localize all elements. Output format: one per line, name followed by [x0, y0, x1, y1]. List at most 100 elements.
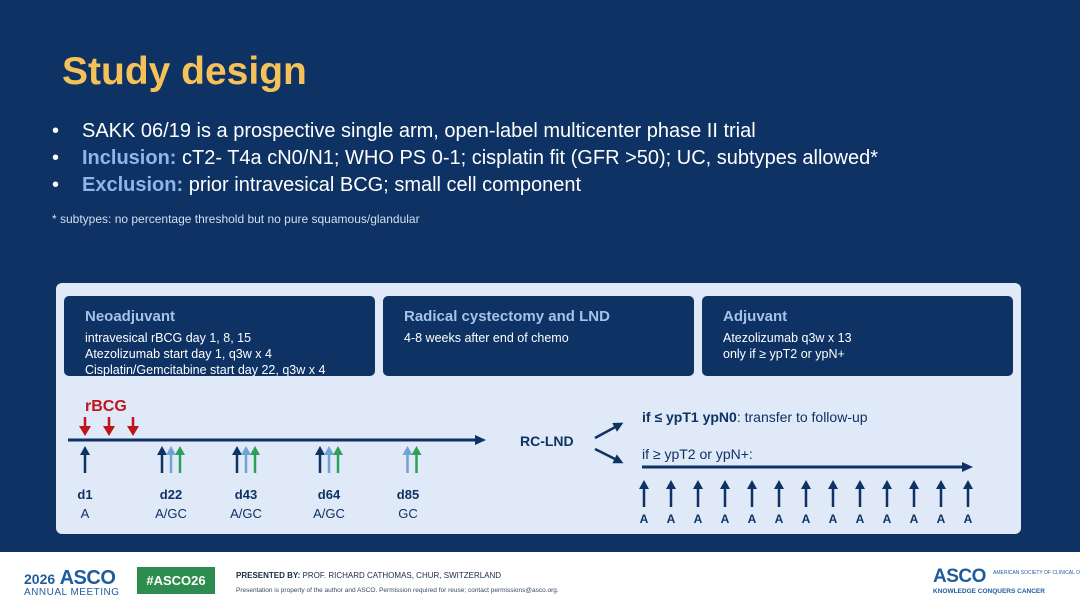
footnote: * subtypes: no percentage threshold but … — [52, 212, 420, 226]
adjuvant-dose-label: A — [802, 512, 811, 526]
adjuvant-dose-arrow — [963, 480, 973, 507]
rbcg-dose-arrow — [103, 417, 115, 436]
arrow-head — [175, 446, 185, 455]
branch-low-text: if ≤ ypT1 ypN0: transfer to follow-up — [642, 409, 868, 425]
asco-logo: ASCO AMERICAN SOCIETY OF CLINICAL ONCOLO… — [933, 566, 1080, 595]
adjuvant-dose-label: A — [964, 512, 973, 526]
adjuvant-dose-label: A — [694, 512, 703, 526]
cis-dose-arrow — [402, 446, 413, 473]
permission-notice: Presentation is property of the author a… — [236, 587, 559, 594]
timeline-arrowhead — [475, 435, 486, 445]
rbcg-label: rBCG — [85, 398, 127, 415]
bullet-list: •SAKK 06/19 is a prospective single arm,… — [52, 118, 878, 199]
arrow-head — [232, 446, 242, 455]
arrow-head — [80, 446, 90, 455]
adjuvant-dose-arrow — [774, 480, 784, 507]
arrow-head — [720, 480, 730, 489]
adjuvant-dose-label: A — [667, 512, 676, 526]
adjuvant-dose-label: A — [829, 512, 838, 526]
cis-dose-arrow — [324, 446, 334, 473]
meeting-name: ASCO — [59, 567, 116, 589]
annual-meeting-logo: 2026 ASCO ANNUAL MEETING — [24, 567, 120, 598]
arrow-head — [79, 426, 91, 436]
branch-high-text: if ≥ ypT2 or ypN+: — [642, 446, 753, 462]
study-design-panel: Neoadjuvant intravesical rBCG day 1, 8, … — [56, 283, 1021, 534]
phase-line: 4-8 weeks after end of chemo — [404, 331, 569, 345]
gem-dose-arrow — [250, 446, 260, 473]
branch-arrow-high — [594, 447, 624, 464]
adjuvant-dose-arrow — [693, 480, 703, 507]
bullet-marker: • — [52, 174, 60, 196]
arrow-head — [166, 446, 176, 455]
arrow-head — [241, 446, 251, 455]
footer-bar: 2026 ASCO ANNUAL MEETING #ASCO26 PRESENT… — [0, 552, 1080, 608]
day-treatment: A/GC — [313, 506, 345, 521]
arrow-head — [324, 446, 334, 455]
logo-name: ASCO — [933, 566, 986, 587]
adjuvant-dose-arrow — [639, 480, 649, 507]
phase-details: intravesical rBCG day 1, 8, 15 Atezolizu… — [85, 330, 325, 378]
adjuvant-dose-arrow — [936, 480, 946, 507]
arrow-head — [103, 426, 115, 436]
bullet-marker: • — [52, 120, 60, 142]
bullet-highlight: Exclusion: — [82, 174, 184, 196]
day-number: d64 — [318, 487, 341, 502]
adjuvant-dose-arrow — [666, 480, 676, 507]
phase-box-cystectomy: Radical cystectomy and LND 4-8 weeks aft… — [383, 296, 694, 376]
branch-low-outcome: : transfer to follow-up — [737, 409, 868, 425]
arrow-head — [936, 480, 946, 489]
adjuvant-dose-arrow — [747, 480, 757, 507]
adjuvant-dose-label: A — [775, 512, 784, 526]
rbcg-dose-arrow — [127, 417, 139, 436]
arrow-head — [909, 480, 919, 489]
arrow-head — [774, 480, 784, 489]
gem-dose-arrow — [333, 446, 343, 473]
meeting-sub: ANNUAL MEETING — [24, 587, 120, 598]
arrow-head — [411, 446, 422, 455]
adjuvant-dose-arrow — [855, 480, 865, 507]
arrow-head — [747, 480, 757, 489]
rc-lnd-label: RC-LND — [520, 433, 574, 449]
adjuvant-dose-label: A — [910, 512, 919, 526]
arrow-head — [315, 446, 325, 455]
day-treatment: GC — [398, 506, 418, 521]
adjuvant-dose-label: A — [640, 512, 649, 526]
adjuvant-dose-arrow — [801, 480, 811, 507]
arrow-head — [402, 446, 413, 455]
rbcg-dose-arrow — [79, 417, 91, 436]
atezo-dose-arrow — [157, 446, 167, 473]
phase-details: 4-8 weeks after end of chemo — [404, 330, 569, 346]
phase-line: Atezolizumab q3w x 13 — [723, 331, 852, 345]
adjuvant-dose-label: A — [721, 512, 730, 526]
arrow-head — [127, 426, 139, 436]
arrow-head — [250, 446, 260, 455]
phase-line: Cisplatin/Gemcitabine start day 22, q3w … — [85, 363, 326, 377]
adjuvant-dose-arrow — [882, 480, 892, 507]
arrow-head — [963, 480, 973, 489]
atezo-dose-arrow — [232, 446, 242, 473]
bullet-item: •SAKK 06/19 is a prospective single arm,… — [52, 118, 878, 145]
gem-dose-arrow — [411, 446, 422, 473]
logo-tagline: KNOWLEDGE CONQUERS CANCER — [933, 588, 1045, 595]
meeting-year: 2026 — [24, 571, 56, 587]
day-number: d85 — [397, 487, 419, 502]
hashtag-badge: #ASCO26 — [137, 567, 215, 594]
adjuvant-dose-arrow — [720, 480, 730, 507]
phase-box-adjuvant: Adjuvant Atezolizumab q3w x 13 only if ≥… — [702, 296, 1013, 376]
phase-box-neoadjuvant: Neoadjuvant intravesical rBCG day 1, 8, … — [64, 296, 375, 378]
presented-by-label: PRESENTED BY: — [236, 571, 301, 580]
phase-line: Atezolizumab start day 1, q3w x 4 — [85, 347, 272, 361]
branch-arrow-low — [594, 422, 624, 440]
slide-title: Study design — [62, 50, 307, 93]
day-number: d1 — [77, 487, 92, 502]
day-treatment: A/GC — [155, 506, 187, 521]
phase-line: intravesical rBCG day 1, 8, 15 — [85, 331, 252, 345]
arrow-head — [639, 480, 649, 489]
adjuvant-dose-arrow — [828, 480, 838, 507]
arrow-head — [801, 480, 811, 489]
arrow-head — [882, 480, 892, 489]
